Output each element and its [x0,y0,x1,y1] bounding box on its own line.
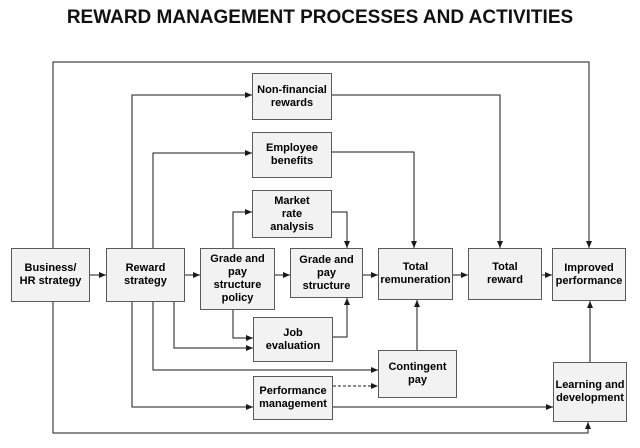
edge-business-hr-to-learning-development-bottom-loop [52,302,591,434]
diagram-title: REWARD MANAGEMENT PROCESSES AND ACTIVITI… [66,7,574,28]
edge-business-hr-to-improved-performance-top-loop [52,61,592,248]
node-business-hr-strategy: Business/ HR strategy [11,248,90,302]
edge-reward-strategy-to-contingent-pay [152,302,378,373]
edge-reward-strategy-to-employee-benefits [152,150,252,248]
edge-non-financial-rewards-to-total-reward [332,94,503,248]
node-performance-management: Performance management [253,376,333,420]
node-market-rate-analysis: Market rate analysis [252,190,332,238]
edge-structure-policy-to-job-evaluation [232,310,253,341]
node-grade-pay-structure-policy: Grade and pay structure policy [200,248,275,310]
node-total-remuneration: Total remuneration [378,248,453,300]
node-grade-pay-structure: Grade and pay structure [290,248,363,298]
node-non-financial-rewards: Non-financial rewards [252,73,332,120]
node-learning-development: Learning and development [553,362,627,422]
node-improved-performance: Improved performance [552,248,626,301]
edge-employee-benefits-to-total-remuneration [332,151,417,248]
node-contingent-pay: Contingent pay [378,350,457,398]
edge-market-rate-analysis-to-pay-structure [332,211,350,248]
edge-reward-strategy-to-performance-management [131,302,253,410]
node-employee-benefits: Employee benefits [252,132,332,178]
node-total-reward: Total reward [468,248,542,300]
edge-job-evaluation-to-pay-structure [333,298,350,338]
edge-reward-strategy-to-job-evaluation [173,302,253,351]
edge-structure-policy-to-market-rate-analysis [232,209,252,248]
node-reward-strategy: Reward strategy [106,248,185,302]
edge-reward-strategy-to-non-financial-rewards [131,92,252,248]
node-job-evaluation: Job evaluation [253,317,333,362]
